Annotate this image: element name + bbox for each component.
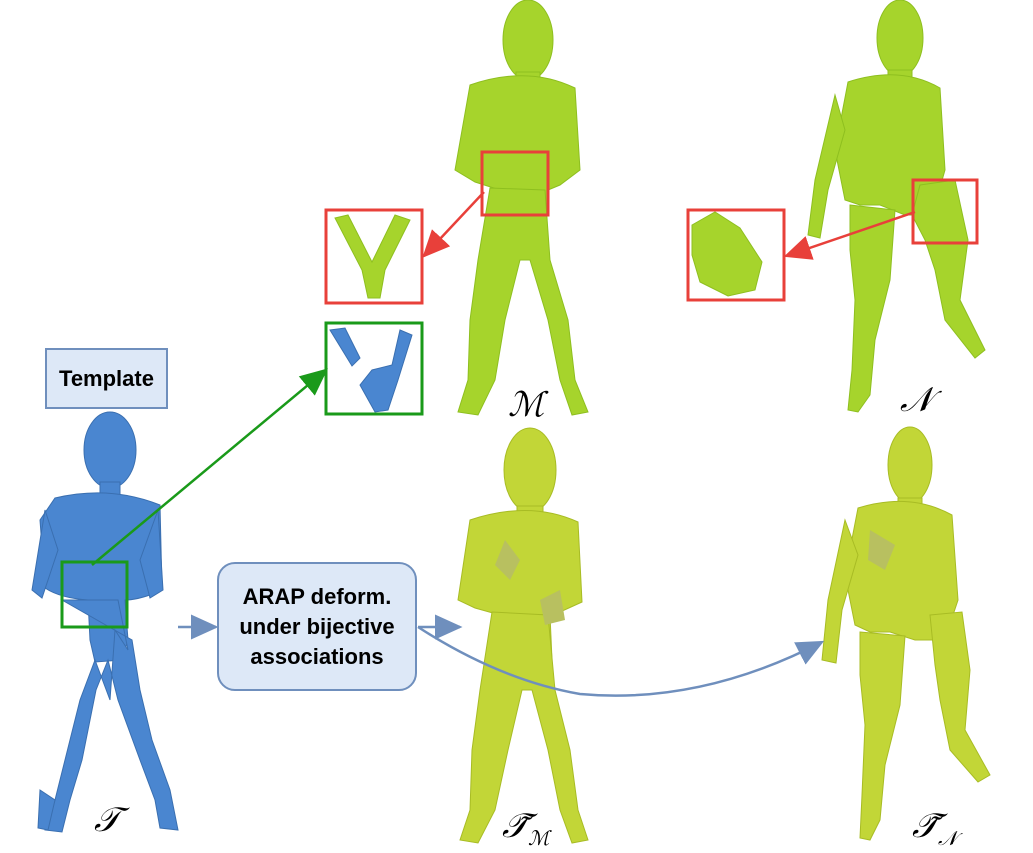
symbol-source-n: 𝒩 bbox=[900, 380, 933, 420]
arrow-n-zoom bbox=[783, 210, 916, 260]
source-m-hands-highlight-box bbox=[480, 150, 550, 217]
symbol-deformed-n: 𝒯̃𝒩 bbox=[912, 806, 957, 850]
process-line-1: ARAP deform. bbox=[242, 583, 392, 609]
process-line-2: under bijective bbox=[239, 613, 395, 639]
symbol-deformed-m: 𝒯̃ℳ bbox=[502, 806, 549, 850]
symbol-deformed-m-sub: ℳ bbox=[528, 825, 550, 850]
arrow-m-zoom bbox=[422, 191, 485, 258]
deformed-template-m-figure bbox=[457, 427, 589, 844]
symbol-deformed-n-sub: 𝒩 bbox=[938, 825, 958, 850]
zoom-inset-n-hand bbox=[686, 208, 786, 302]
arrow-to-deformed-n bbox=[417, 625, 825, 697]
symbol-template: 𝒯 bbox=[94, 800, 121, 840]
symbol-deformed-m-base: 𝒯̃ bbox=[502, 806, 529, 846]
source-n-mesh-figure bbox=[807, 0, 986, 413]
symbol-source-m: ℳ bbox=[508, 385, 545, 425]
symbol-deformed-n-base: 𝒯̃ bbox=[912, 806, 939, 846]
template-mesh-figure bbox=[31, 411, 179, 833]
template-label-box: Template bbox=[45, 348, 168, 409]
zoom-inset-m-hands bbox=[324, 208, 424, 305]
arrow-template-zoom bbox=[91, 368, 328, 566]
deformed-template-n-figure bbox=[821, 426, 991, 841]
process-line-3: associations bbox=[250, 643, 384, 669]
arap-process-box: ARAP deform. under bijective association… bbox=[217, 562, 417, 691]
zoom-inset-template-hands bbox=[324, 321, 424, 416]
template-label: Template bbox=[59, 365, 154, 391]
source-m-mesh-figure bbox=[454, 0, 589, 416]
